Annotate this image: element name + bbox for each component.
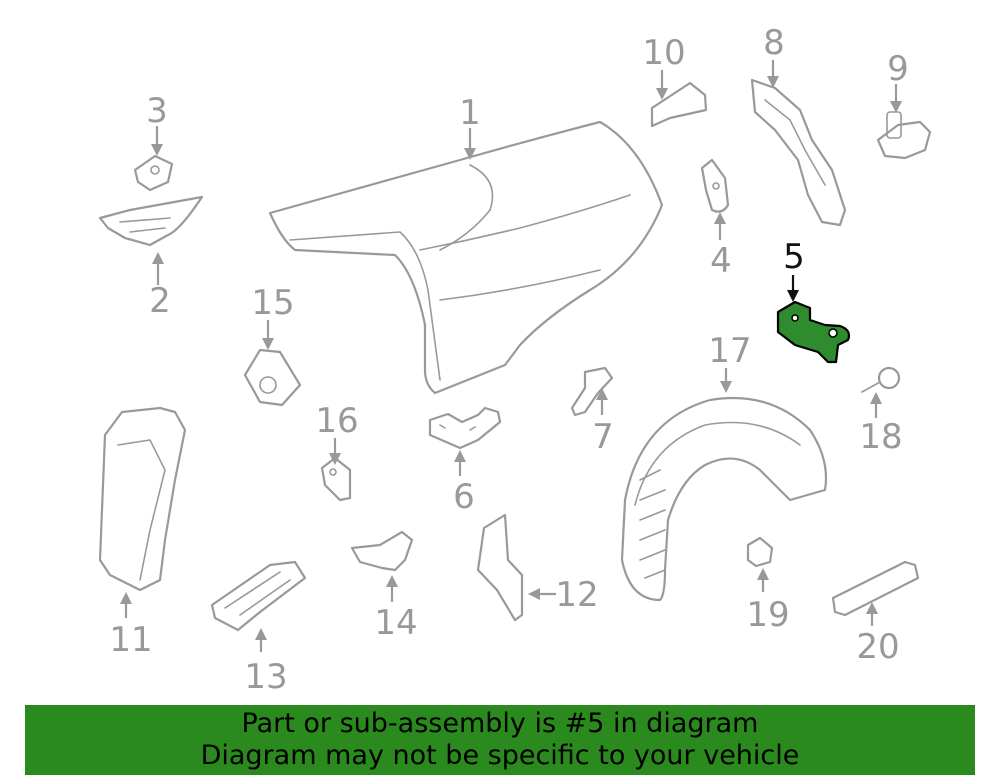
part-16-clip[interactable]: [320, 456, 352, 502]
part-14-bracket[interactable]: [350, 530, 414, 572]
part-8-reinforcement[interactable]: [750, 78, 847, 227]
part-10-bracket[interactable]: [650, 81, 708, 128]
callout-11: 11: [109, 620, 152, 660]
part-17-wheel-liner[interactable]: [620, 396, 828, 602]
part-11-inner-panel[interactable]: [98, 406, 187, 592]
callout-20: 20: [856, 627, 899, 667]
part-19-clip[interactable]: [746, 536, 774, 568]
callout-13: 13: [244, 657, 287, 697]
part-2-bracket[interactable]: [98, 195, 204, 247]
callout-18: 18: [859, 417, 902, 457]
callout-3: 3: [146, 91, 168, 131]
part-3-clip[interactable]: [133, 154, 174, 192]
leader-arrows: [120, 60, 902, 652]
callout-9: 9: [887, 49, 909, 89]
callout-5: 5: [783, 237, 805, 277]
callout-8: 8: [763, 23, 785, 63]
part-20-strip[interactable]: [831, 560, 920, 617]
part-4-clip[interactable]: [700, 158, 730, 213]
callout-4: 4: [710, 241, 732, 281]
info-banner: Part or sub-assembly is #5 in diagram Di…: [25, 705, 975, 775]
callout-19: 19: [746, 595, 789, 635]
callout-labels: 1 2 3 4 5 6 7 8 9 10 11 12 13 14 15 16 1…: [109, 23, 908, 697]
part-1-quarter-panel[interactable]: [268, 120, 664, 395]
part-5-bracket-highlighted[interactable]: [776, 300, 851, 364]
callout-15: 15: [251, 283, 294, 323]
part-12-panel[interactable]: [476, 513, 524, 622]
callout-6: 6: [453, 477, 475, 517]
callout-16: 16: [315, 401, 358, 441]
part-6-bracket[interactable]: [428, 406, 502, 450]
callout-10: 10: [642, 33, 685, 73]
banner-line-part-number: Part or sub-assembly is #5 in diagram: [241, 708, 759, 739]
callout-1: 1: [459, 93, 481, 133]
callout-14: 14: [374, 603, 417, 643]
callout-17: 17: [708, 331, 751, 371]
part-15-mount[interactable]: [243, 348, 302, 407]
part-9-bumper[interactable]: [876, 111, 932, 160]
callout-2: 2: [149, 281, 171, 321]
part-13-support[interactable]: [210, 560, 307, 632]
part-18-bolt[interactable]: [861, 366, 901, 393]
part-7-bracket[interactable]: [570, 366, 614, 417]
callout-12: 12: [555, 575, 598, 615]
banner-line-disclaimer: Diagram may not be specific to your vehi…: [200, 740, 800, 771]
callout-7: 7: [592, 417, 614, 457]
